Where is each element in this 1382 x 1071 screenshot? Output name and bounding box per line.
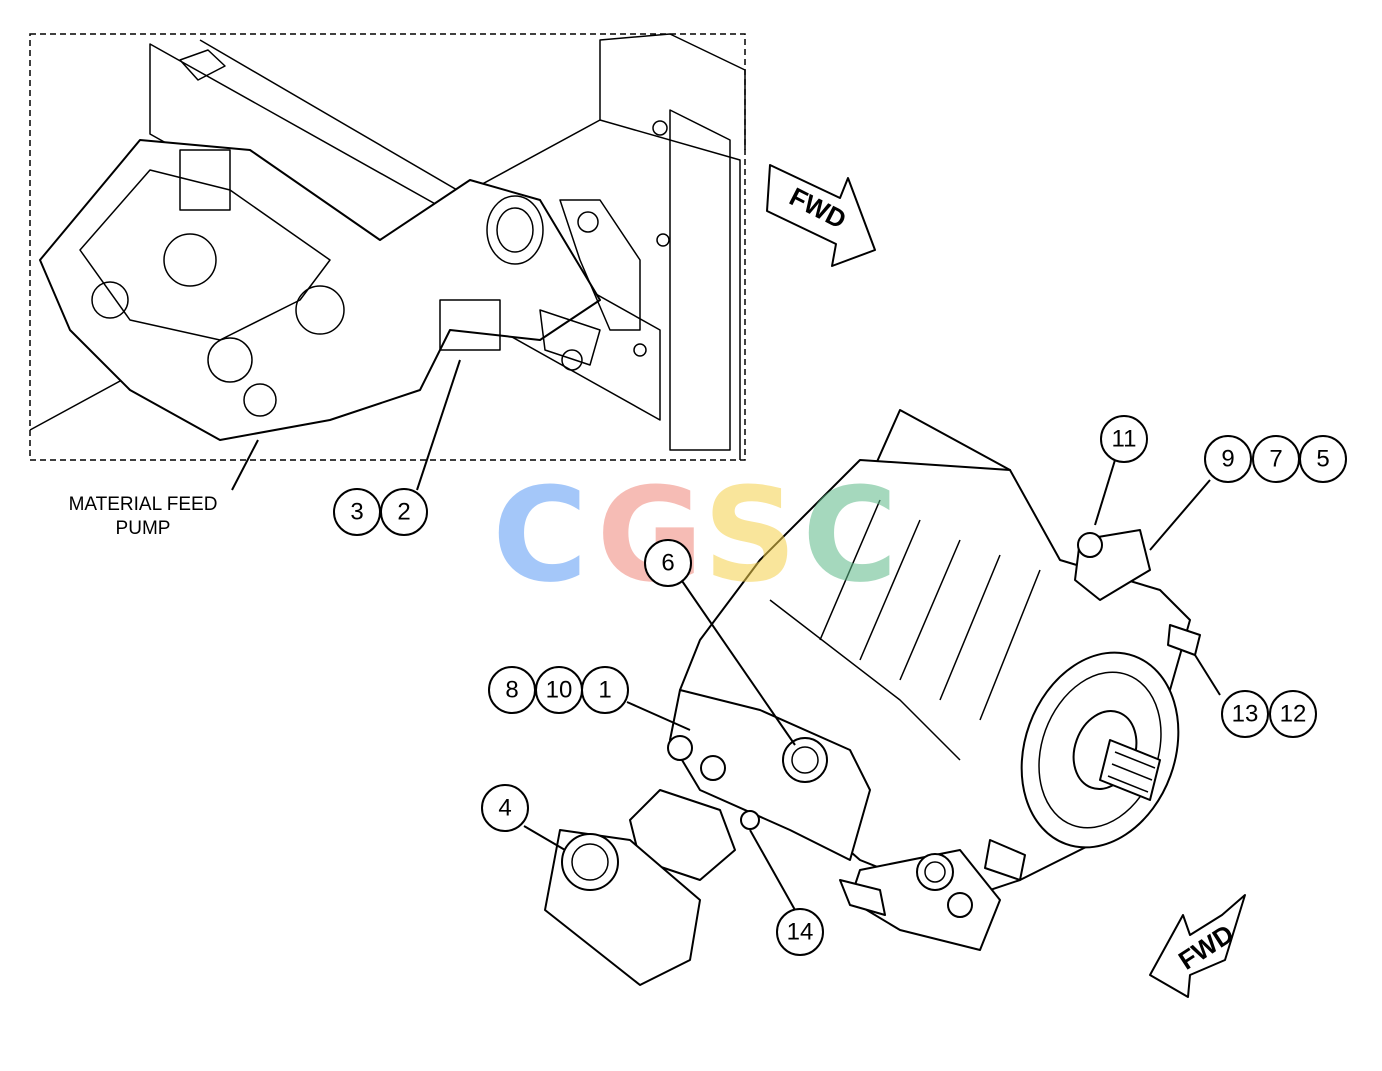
fwd-arrow-bottom: FWD (1149, 894, 1246, 998)
inset-label-line1: MATERIAL FEED (69, 494, 218, 515)
material-feed-pump (39, 139, 641, 441)
fwd-arrow-top: FWD (766, 164, 876, 267)
watermark-letter-c2: C (802, 459, 897, 611)
watermark-letter-c1: C (492, 459, 587, 611)
callout-12: 12 (1269, 690, 1317, 738)
svg-text:4: 4 (498, 795, 511, 822)
callout-9: 9 (1204, 435, 1252, 483)
callout-7: 7 (1252, 435, 1300, 483)
callout-2: 2 (380, 488, 428, 536)
inset-label-line2: PUMP (116, 518, 171, 539)
watermark: C G S C (492, 459, 897, 611)
svg-text:6: 6 (661, 550, 674, 577)
svg-text:2: 2 (397, 499, 410, 526)
svg-text:3: 3 (350, 499, 363, 526)
inset-border (29, 33, 746, 461)
leader-lines (416, 359, 1221, 911)
svg-text:12: 12 (1280, 701, 1307, 728)
svg-text:5: 5 (1316, 446, 1329, 473)
inset-view: MATERIAL FEED PUMP (29, 33, 746, 539)
callout-4: 4 (481, 784, 529, 832)
callout-5: 5 (1299, 435, 1347, 483)
callout-6: 6 (644, 539, 692, 587)
svg-text:8: 8 (505, 677, 518, 704)
svg-text:10: 10 (546, 677, 573, 704)
callout-10: 10 (535, 666, 583, 714)
main-pump (544, 409, 1201, 986)
callout-8: 8 (488, 666, 536, 714)
callout-14: 14 (776, 908, 824, 956)
svg-text:14: 14 (787, 919, 814, 946)
watermark-letter-s: S (703, 459, 797, 611)
callout-1: 1 (581, 666, 629, 714)
svg-text:13: 13 (1232, 701, 1259, 728)
svg-text:7: 7 (1269, 446, 1282, 473)
svg-text:9: 9 (1221, 446, 1234, 473)
callout-11: 11 (1100, 415, 1148, 463)
inset-label-leader (231, 439, 259, 491)
callout-13: 13 (1221, 690, 1269, 738)
svg-text:1: 1 (598, 677, 611, 704)
svg-text:11: 11 (1112, 426, 1137, 453)
callout-3: 3 (333, 488, 381, 536)
